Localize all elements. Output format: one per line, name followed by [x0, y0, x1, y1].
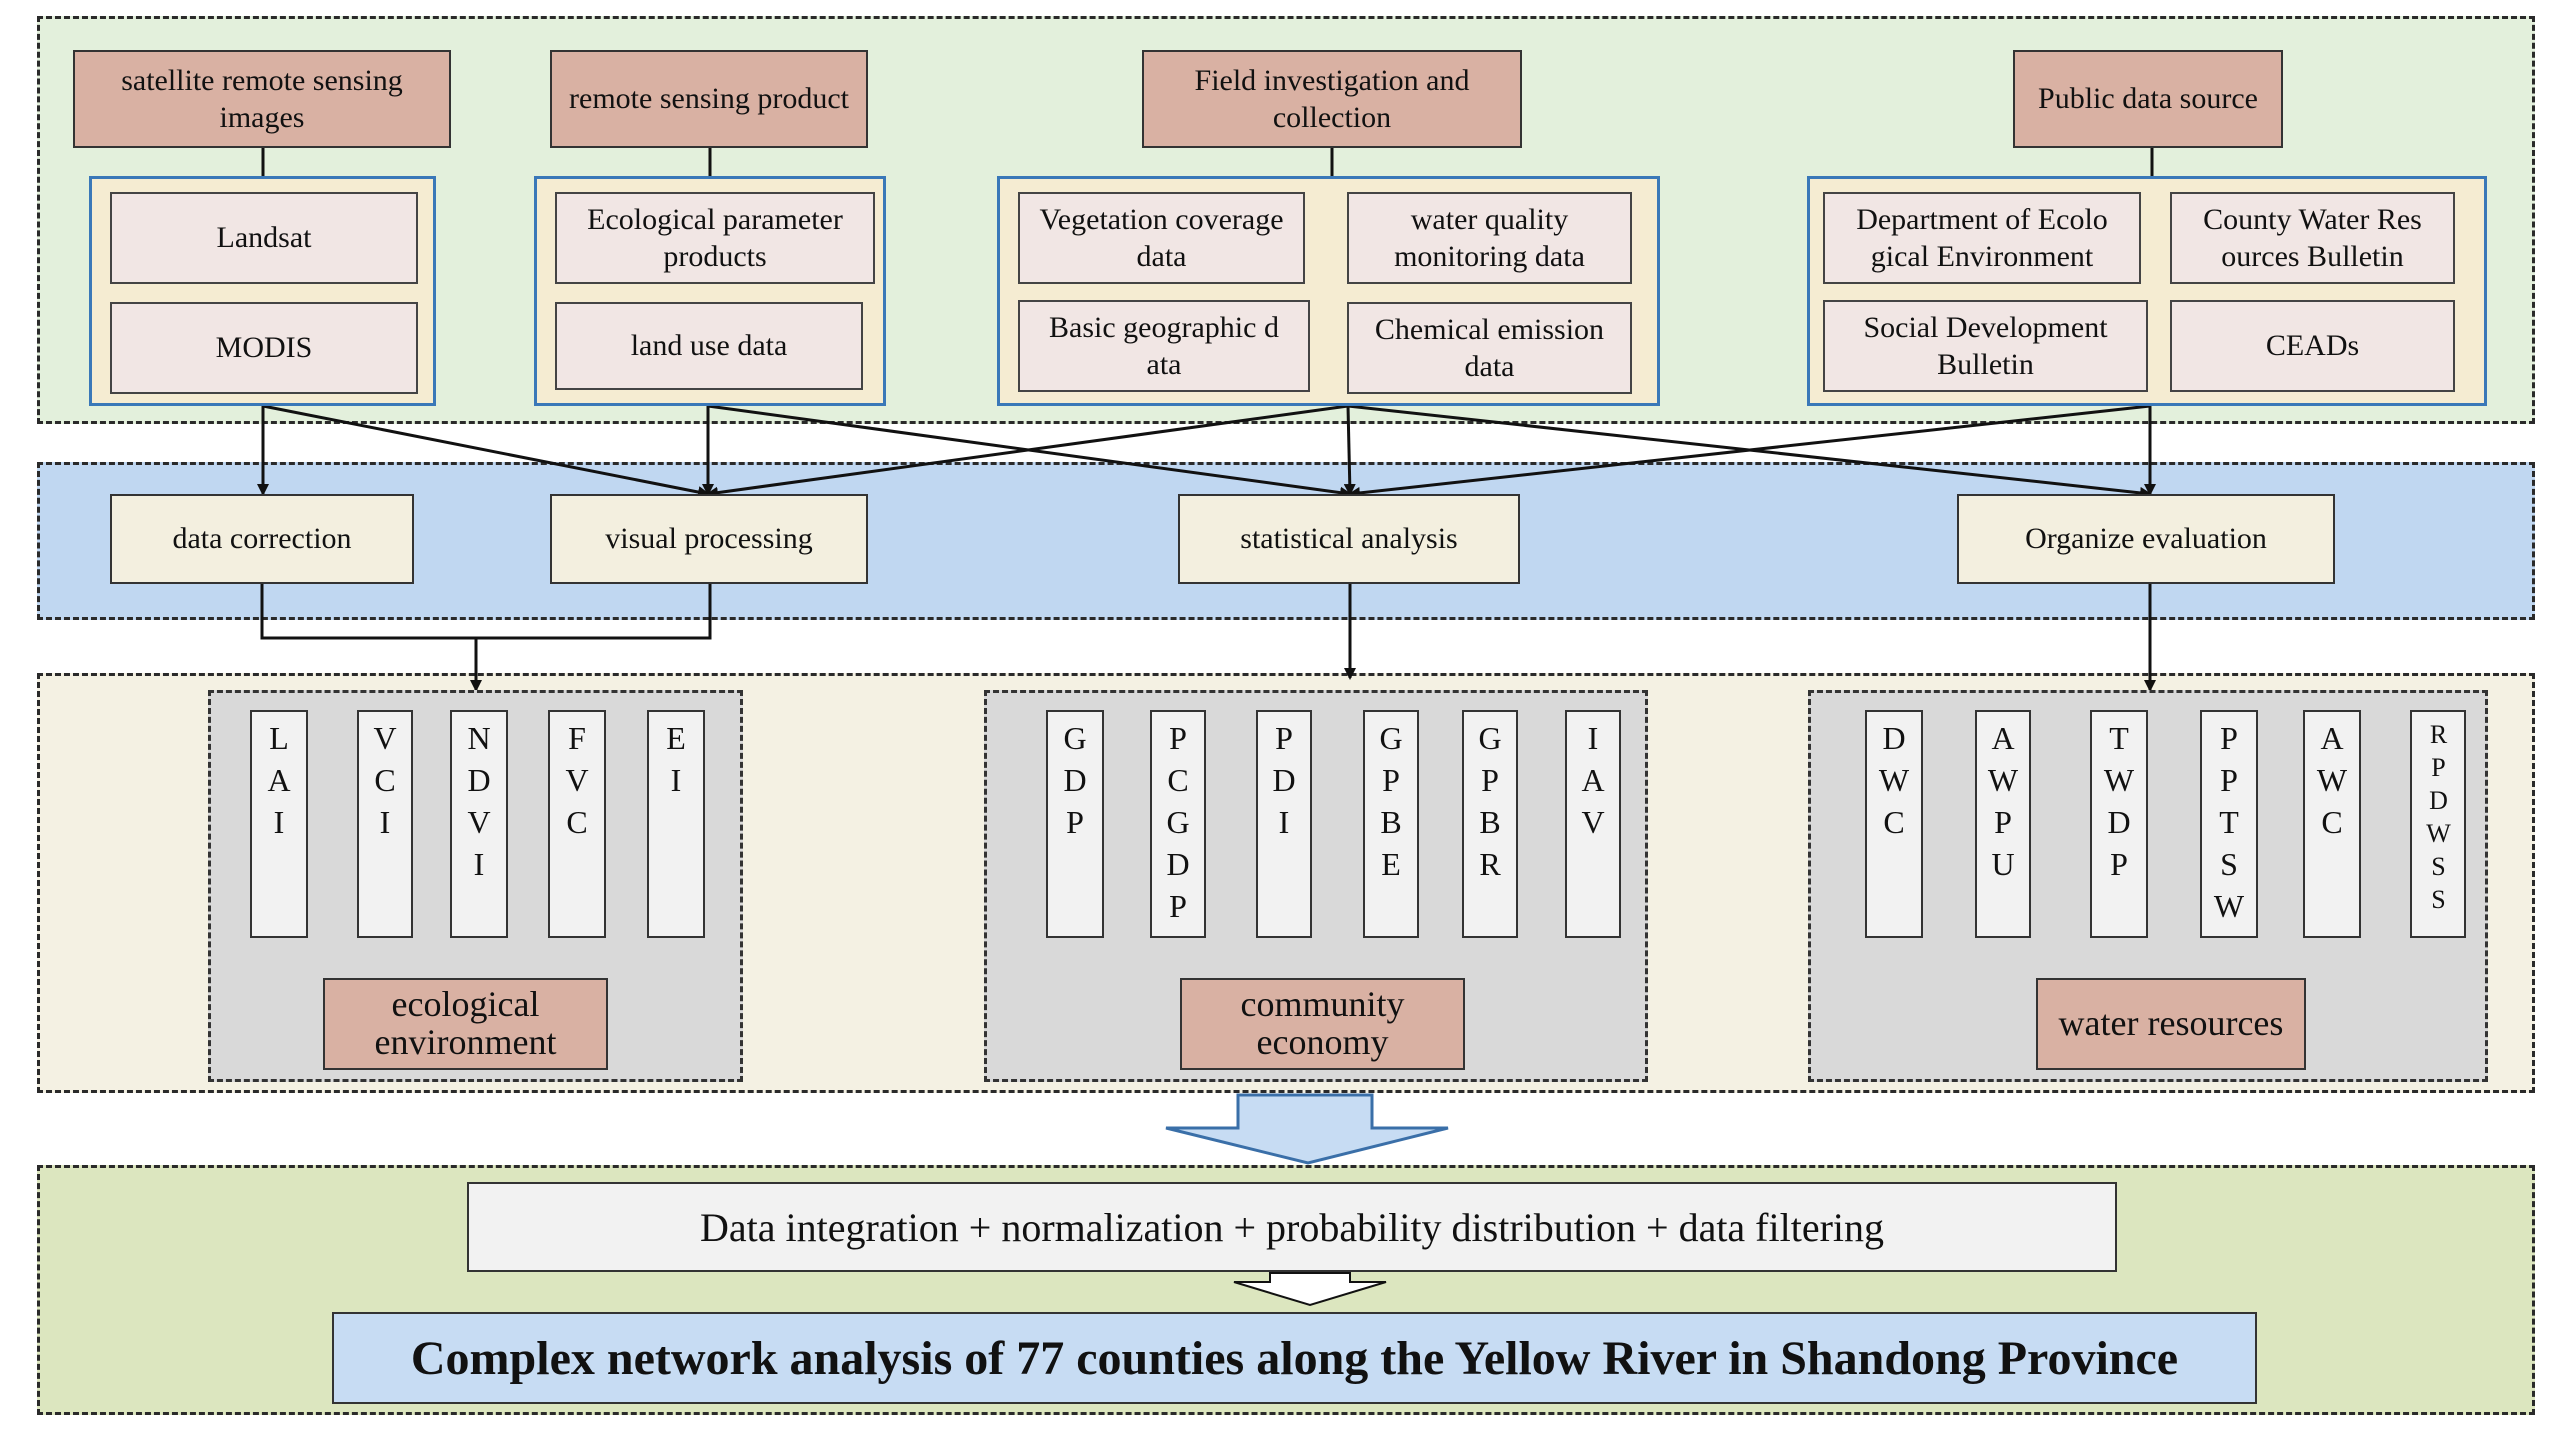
process-organize-evaluation: Organize evaluation	[1957, 494, 2335, 584]
indicator-lai: LAI	[250, 710, 308, 938]
item-ceads: CEADs	[2170, 300, 2455, 392]
big-down-arrow	[1165, 1093, 1449, 1165]
source-satellite: satellite remote sensing images	[73, 50, 451, 148]
item-ecological-parameter: Ecological parameter products	[555, 192, 875, 284]
process-statistical-analysis: statistical analysis	[1178, 494, 1520, 584]
process-visual-processing: visual processing	[550, 494, 868, 584]
process-data-correction: data correction	[110, 494, 414, 584]
indicator-ndvi: NDVI	[450, 710, 508, 938]
indicator-pdi: PDI	[1256, 710, 1312, 938]
indicator-vci: VCI	[357, 710, 413, 938]
indicator-gpbe: GPBE	[1363, 710, 1419, 938]
indicator-ei: EI	[647, 710, 705, 938]
source-public: Public data source	[2013, 50, 2283, 148]
category-label-economy: community economy	[1180, 978, 1465, 1070]
item-modis: MODIS	[110, 302, 418, 394]
small-down-arrow	[1233, 1272, 1387, 1307]
item-land-use: land use data	[555, 302, 863, 390]
item-county-water: County Water Res ources Bulletin	[2170, 192, 2455, 284]
item-vegetation-coverage: Vegetation coverage data	[1018, 192, 1305, 284]
integration-box: Data integration + normalization + proba…	[467, 1182, 2117, 1272]
indicator-twdp: TWDP	[2090, 710, 2148, 938]
indicator-iav: IAV	[1565, 710, 1621, 938]
item-social-development: Social Development Bulletin	[1823, 300, 2148, 392]
item-chemical-emission: Chemical emission data	[1347, 302, 1632, 394]
item-water-quality: water quality monitoring data	[1347, 192, 1632, 284]
item-landsat: Landsat	[110, 192, 418, 284]
indicator-fvc: FVC	[548, 710, 606, 938]
indicator-pptsw: PPTSW	[2200, 710, 2258, 938]
source-rs-product: remote sensing product	[550, 50, 868, 148]
indicator-dwc: DWC	[1865, 710, 1923, 938]
indicator-awc: AWC	[2303, 710, 2361, 938]
category-label-ecological: ecological environment	[323, 978, 608, 1070]
indicator-awpu: AWPU	[1975, 710, 2031, 938]
indicator-rpdwss: RPDWSS	[2410, 710, 2466, 938]
category-label-water: water resources	[2036, 978, 2306, 1070]
indicator-gdp: GDP	[1046, 710, 1104, 938]
item-dept-ecological: Department of Ecolo gical Environment	[1823, 192, 2141, 284]
source-field: Field investigation and collection	[1142, 50, 1522, 148]
item-basic-geographic: Basic geographic d ata	[1018, 300, 1310, 392]
indicator-gpbr: GPBR	[1462, 710, 1518, 938]
indicator-pcgdp: PCGDP	[1150, 710, 1206, 938]
final-analysis-box: Complex network analysis of 77 counties …	[332, 1312, 2257, 1404]
